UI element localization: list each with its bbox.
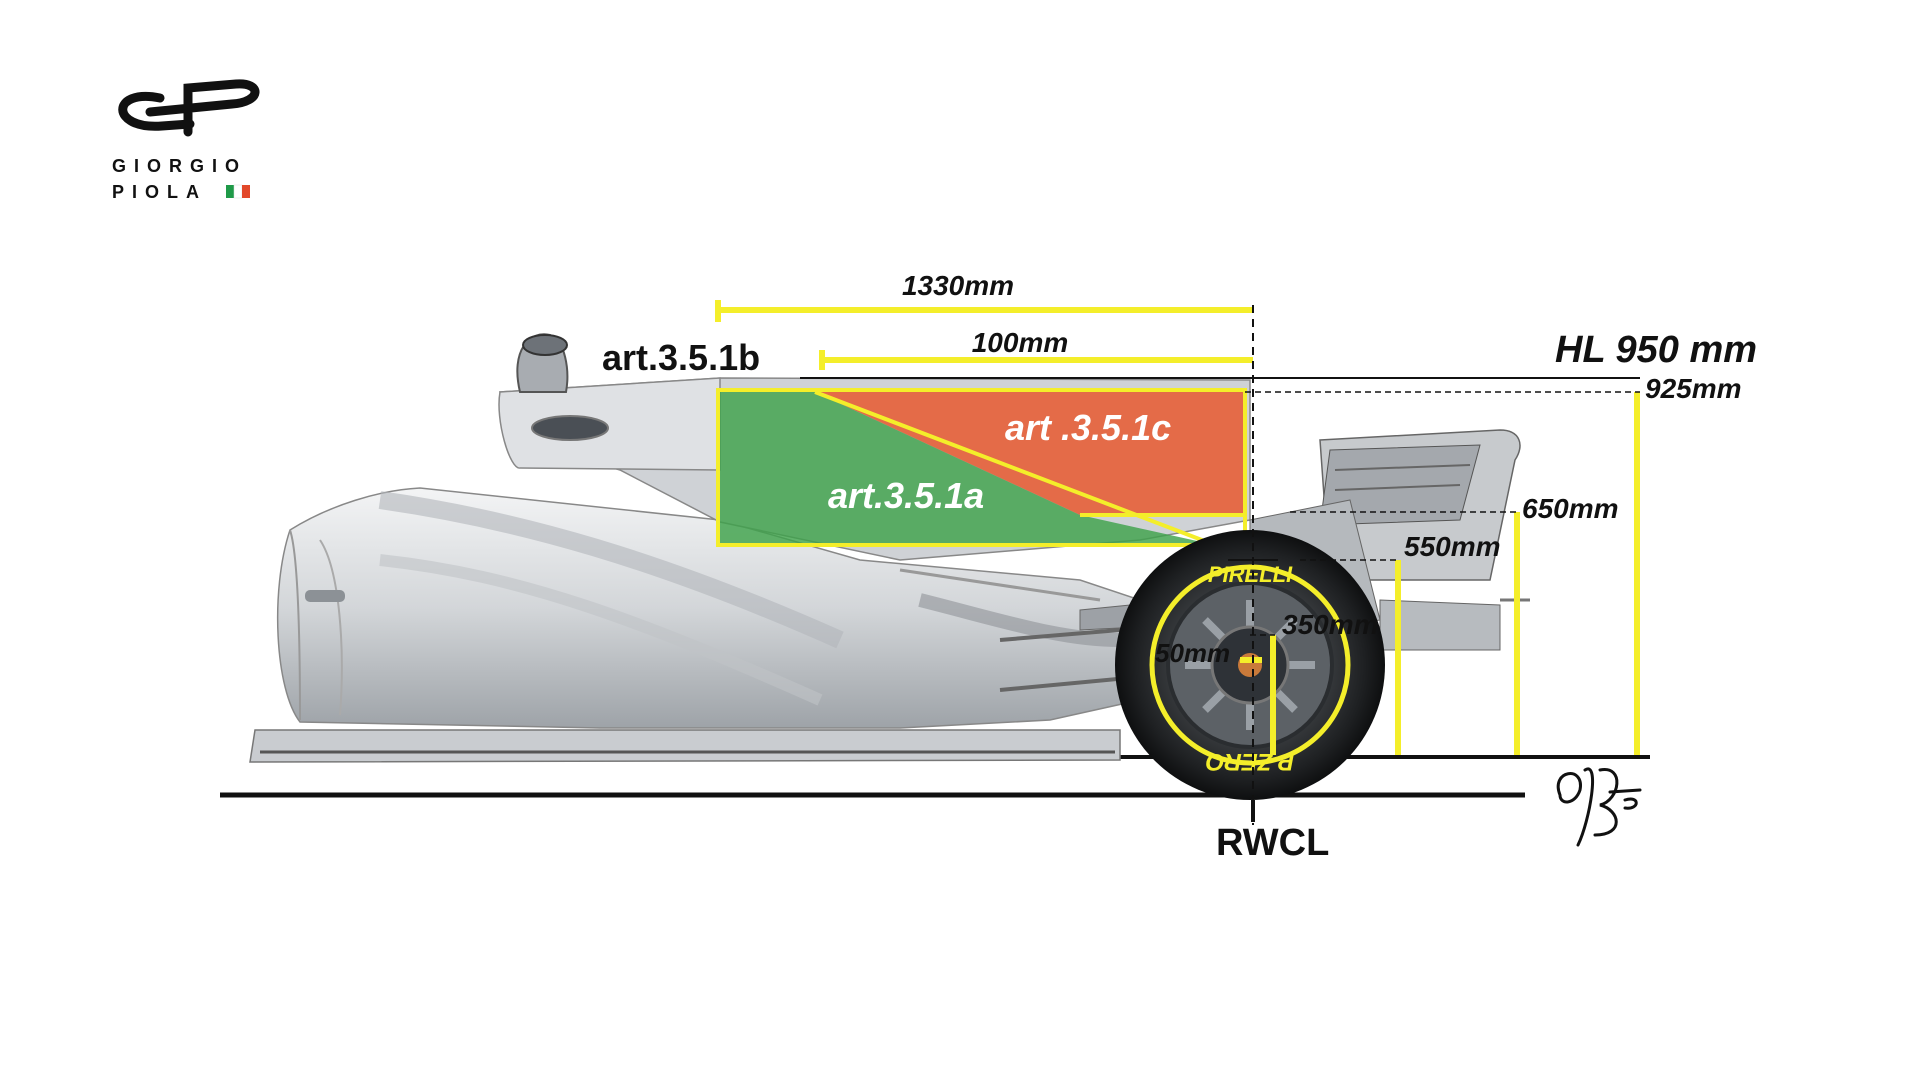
label-art-3-5-1a: art.3.5.1a (828, 475, 984, 516)
label-1330mm: 1330mm (902, 270, 1014, 301)
label-350mm: 350mm (1282, 609, 1379, 640)
giorgio-piola-logo: GIORGIO PIOLA (112, 79, 260, 202)
rear-wheel: PIRELLI P ZERO (1115, 530, 1385, 800)
airbox-inlet (531, 415, 609, 441)
tyre-brand-top: PIRELLI (1208, 562, 1293, 587)
gp-monogram-icon (118, 79, 260, 137)
label-art-3-5-1b: art.3.5.1b (602, 337, 760, 378)
logo-line-2: PIOLA (112, 182, 207, 202)
airbox (498, 377, 721, 471)
dimension-lines (715, 300, 1640, 755)
car-floor (249, 729, 1121, 763)
zone-art-3-5-1a (718, 390, 1215, 545)
regulation-zones (716, 388, 1247, 547)
artist-signature (1556, 767, 1642, 847)
label-rwcl: RWCL (1216, 822, 1329, 864)
label-hl-950mm: HL 950 mm (1555, 329, 1757, 371)
dimension-labels: 1330mm 100mm art.3.5.1b HL 950 mm 925mm … (602, 270, 1757, 864)
logo-line-1: GIORGIO (112, 156, 247, 176)
label-100mm: 100mm (972, 327, 1069, 358)
label-art-3-5-1c: art .3.5.1c (1005, 407, 1171, 448)
italian-flag-icon (226, 184, 250, 199)
label-50mm: 50mm (1155, 638, 1230, 668)
ground-lines (220, 755, 1650, 798)
zone-outline-1330 (716, 388, 1247, 547)
tyre-brand-bottom: P ZERO (1205, 748, 1294, 775)
label-650mm: 650mm (1522, 493, 1619, 524)
zone-art-3-5-1c (815, 392, 1245, 515)
label-550mm: 550mm (1404, 531, 1501, 562)
reference-lines (800, 305, 1640, 825)
label-925mm: 925mm (1645, 373, 1742, 404)
